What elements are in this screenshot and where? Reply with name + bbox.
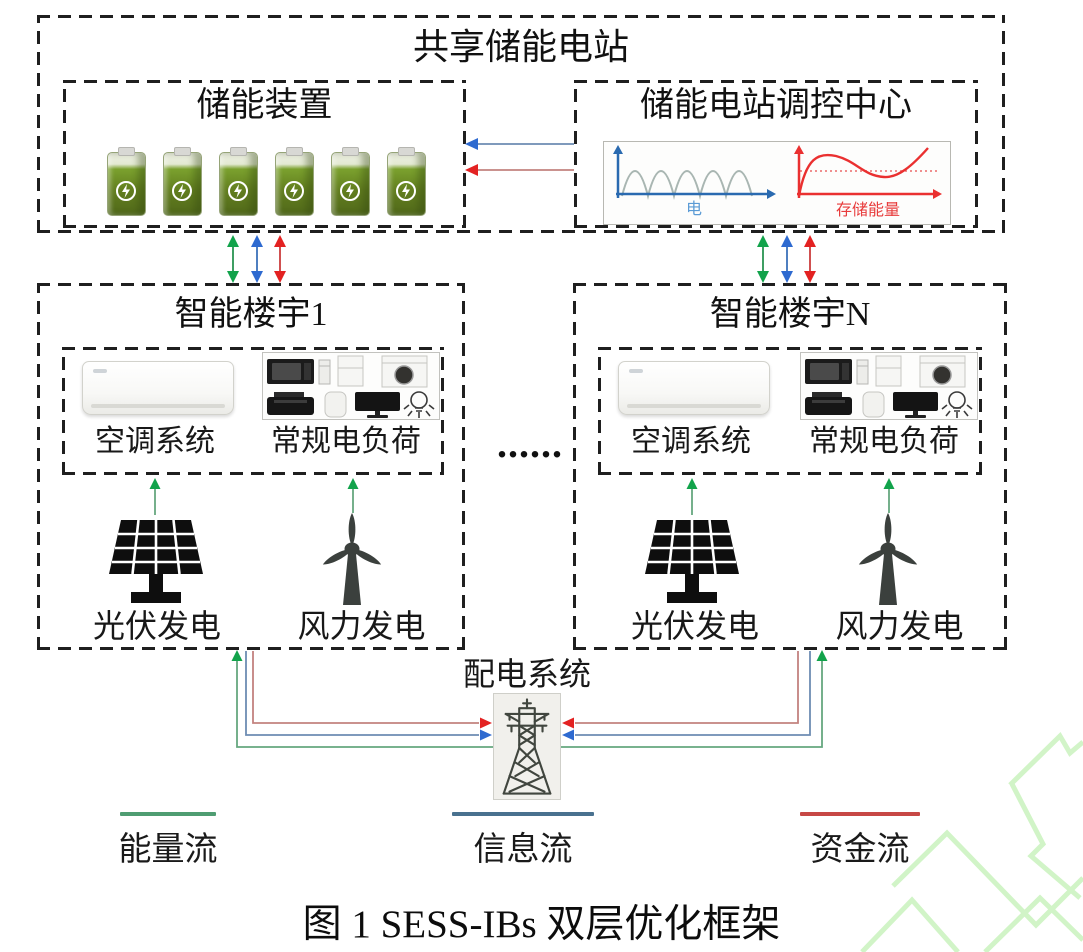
info-flow-station-building1 (251, 235, 263, 283)
air-purifier-icon (862, 391, 885, 418)
hvac-label: 空调系统 (95, 425, 215, 458)
building-1-box: 智能楼宇1 空调系统 常规电负荷 (37, 283, 465, 650)
solar-panel-icon (645, 519, 739, 603)
mini-oven-icon (318, 359, 331, 385)
battery-icon (219, 147, 258, 216)
light-bulb-icon (403, 391, 435, 418)
solar-panel-icon (109, 519, 203, 603)
battery-icon (107, 147, 146, 216)
load-label: 常规电负荷 (809, 425, 959, 458)
energy-flow-swatch (120, 812, 216, 816)
energy-flow-station-buildingN (757, 235, 769, 283)
info-flow-label: 信息流 (473, 832, 573, 868)
transmission-tower-icon (493, 693, 561, 800)
shared-station-title: 共享储能电站 (412, 27, 629, 67)
storage-device-title: 储能装置 (196, 87, 333, 124)
info-flow-station-buildingN (781, 235, 793, 283)
stored-energy-chart (794, 145, 942, 199)
monitor-icon (893, 392, 938, 418)
mini-oven-icon (856, 359, 869, 385)
wind-label: 风力发电 (835, 608, 964, 644)
air-purifier-icon (324, 391, 347, 418)
washing-machine-icon (381, 355, 428, 388)
wind-label: 风力发电 (297, 608, 426, 644)
fridge-icon (337, 355, 364, 387)
info-flow-swatch (452, 812, 594, 816)
microwave-icon (805, 359, 852, 384)
building-n-box: 智能楼宇N 空调系统 常规电负荷 (573, 283, 1007, 650)
building-n-inner-box: 空调系统 常规电负荷 (598, 347, 982, 475)
printer-icon (805, 392, 852, 415)
appliances-icon (262, 352, 440, 420)
capital-flow-label: 资金流 (810, 832, 910, 868)
battery-row (107, 147, 426, 216)
capital-flow-station-building1 (274, 235, 286, 283)
building-1-title: 智能楼宇1 (174, 296, 328, 333)
distribution-system-label: 配电系统 (462, 656, 591, 692)
battery-icon (275, 147, 314, 216)
building-1-inner-box: 空调系统 常规电负荷 (62, 347, 444, 475)
fridge-icon (875, 355, 902, 387)
printer-icon (267, 392, 314, 415)
wind-turbine-icon (858, 513, 918, 605)
control-center-title: 储能电站调控中心 (640, 87, 912, 124)
microwave-icon (267, 359, 314, 384)
energy-chart-label: 存储能量 (835, 202, 900, 219)
buildings-ellipsis: ...... (497, 421, 563, 466)
washing-machine-icon (919, 355, 966, 388)
appliances-icon (800, 352, 978, 420)
figure-caption: 图 1 SESS-IBs 双层优化框架 (302, 903, 781, 946)
hvac-label: 空调系统 (631, 425, 751, 458)
load-label: 常规电负荷 (271, 425, 421, 458)
monitor-icon (355, 392, 400, 418)
control-center-box: 储能电站调控中心 电 存储能量 (574, 80, 978, 228)
building-n-title: 智能楼宇N (709, 296, 871, 333)
energy-flow-label: 能量流 (118, 832, 218, 868)
power-curve-chart (613, 145, 776, 200)
storage-device-box: 储能装置 (63, 80, 466, 228)
battery-icon (163, 147, 202, 216)
capital-flow-swatch (800, 812, 920, 816)
air-conditioner-icon (618, 361, 770, 415)
battery-icon (387, 147, 426, 216)
light-bulb-icon (941, 391, 973, 418)
battery-icon (331, 147, 370, 216)
wind-turbine-icon (322, 513, 382, 605)
energy-flow-station-building1 (227, 235, 239, 283)
pv-label: 光伏发电 (92, 608, 221, 644)
control-charts-panel: 电 存储能量 (603, 141, 951, 225)
capital-flow-station-buildingN (804, 235, 816, 283)
power-chart-label: 电 (685, 201, 702, 218)
air-conditioner-icon (82, 361, 234, 415)
pv-label: 光伏发电 (630, 608, 759, 644)
